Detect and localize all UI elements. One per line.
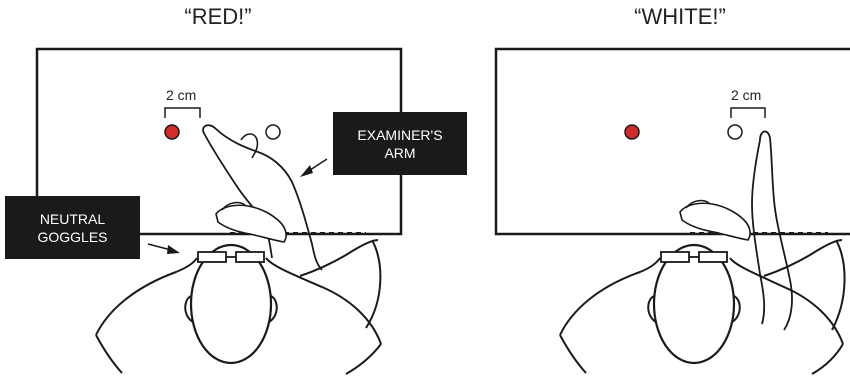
right-scale-label: 2 cm <box>731 87 762 103</box>
right-panel <box>494 47 850 375</box>
right-white-dot <box>727 124 743 140</box>
neutral-goggles-label-line2: GOGGLES <box>37 228 108 245</box>
cue-label-red: “RED!” <box>184 4 252 29</box>
left-examiner-pointer-head <box>300 165 313 177</box>
examiner-arm-label-line2: ARM <box>384 144 416 161</box>
left-scale-bracket <box>164 107 201 118</box>
left-examiner-fingers <box>240 133 259 159</box>
left-participant-arm <box>299 239 382 329</box>
right-goggles-lens-left <box>660 251 690 263</box>
left-scale-label: 2 cm <box>166 87 197 103</box>
examiner-arm-label: EXAMINER'S ARM <box>333 112 467 175</box>
left-goggles-lens-left <box>197 251 227 263</box>
left-participant-shoulders <box>95 257 382 375</box>
neutral-goggles-label: NEUTRAL GOGGLES <box>5 196 140 259</box>
right-red-dot <box>624 124 640 140</box>
right-participant-finger <box>685 199 711 209</box>
left-participant-head <box>189 243 273 365</box>
left-white-dot <box>265 124 281 140</box>
left-participant-ears <box>184 295 278 323</box>
right-goggles-lens-right <box>698 251 728 263</box>
neutral-goggles-label-line1: NEUTRAL <box>39 210 106 227</box>
examiner-arm-label-line1: EXAMINER'S <box>357 126 443 143</box>
right-participant-head <box>652 243 736 365</box>
cue-label-white: “WHITE!” <box>634 4 726 29</box>
left-goggles-pointer <box>147 243 172 251</box>
left-participant-finger <box>221 201 247 211</box>
right-participant-shoulders <box>559 257 844 375</box>
right-scale-bracket <box>730 107 766 118</box>
left-goggles-pointer-head <box>167 245 180 254</box>
left-red-dot <box>164 124 180 140</box>
right-participant-ears <box>647 295 741 323</box>
right-examiner-arm <box>751 130 793 331</box>
right-participant-arm <box>763 239 846 331</box>
right-table-board <box>494 47 850 236</box>
left-goggles-lens-right <box>235 251 265 263</box>
